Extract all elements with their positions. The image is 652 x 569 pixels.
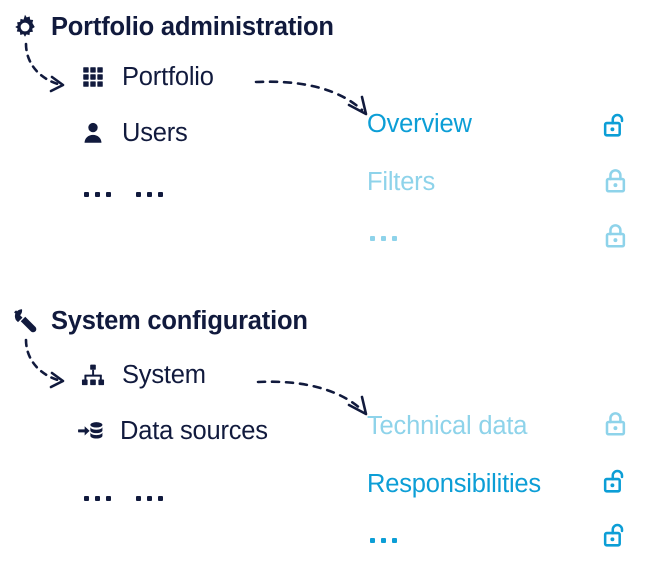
menu-ellipsis-system	[84, 496, 163, 501]
menu-item-portfolio[interactable]: Portfolio	[78, 62, 214, 92]
page-label: Responsibilities	[367, 470, 541, 498]
wrench-icon	[8, 304, 42, 338]
section-header-portfolio-administration: Portfolio administration	[8, 10, 334, 44]
ellipsis-icon-column	[84, 496, 111, 501]
menu-item-label: Portfolio	[122, 62, 214, 91]
lock-icon[interactable]	[600, 165, 632, 199]
connector-wrench-to-system	[24, 338, 65, 389]
page-label: Technical data	[367, 412, 528, 440]
ellipsis-icon	[370, 236, 397, 241]
ellipsis-label-column	[136, 496, 163, 501]
page-label: Filters	[367, 168, 436, 196]
page-label: Overview	[367, 110, 472, 138]
gear-icon	[8, 10, 42, 44]
connector-portfolio-to-overview	[254, 80, 368, 116]
page-item-filters[interactable]: Filters	[367, 168, 435, 197]
page-item-overview[interactable]: Overview	[367, 110, 472, 139]
page-item-more-system	[370, 538, 397, 543]
database-import-icon	[76, 416, 106, 446]
lock-icon[interactable]	[600, 408, 632, 442]
page-item-responsibilities[interactable]: Responsibilities	[367, 470, 541, 499]
page-item-more-portfolio	[370, 236, 397, 241]
menu-ellipsis-portfolio	[84, 192, 163, 197]
connector-gear-to-portfolio	[24, 42, 65, 93]
lock-icon[interactable]	[600, 220, 632, 254]
menu-item-label: Users	[122, 118, 188, 147]
unlock-icon[interactable]	[600, 110, 632, 144]
sitemap-icon	[78, 360, 108, 390]
unlock-icon[interactable]	[600, 520, 632, 554]
unlock-icon[interactable]	[600, 466, 632, 500]
menu-item-label: System	[122, 360, 206, 389]
section-title: System configuration	[51, 306, 308, 335]
page-item-technical-data[interactable]: Technical data	[367, 412, 527, 441]
ellipsis-icon	[370, 538, 397, 543]
menu-item-data-sources[interactable]: Data sources	[76, 416, 268, 446]
section-header-system-configuration: System configuration	[8, 304, 308, 338]
menu-item-system[interactable]: System	[78, 360, 206, 390]
section-title: Portfolio administration	[51, 12, 334, 41]
connector-system-to-technical-data	[256, 380, 368, 416]
user-icon	[78, 118, 108, 148]
grid-icon	[78, 62, 108, 92]
menu-item-users[interactable]: Users	[78, 118, 188, 148]
ellipsis-label-column	[136, 192, 163, 197]
menu-item-label: Data sources	[120, 416, 268, 445]
ellipsis-icon-column	[84, 192, 111, 197]
